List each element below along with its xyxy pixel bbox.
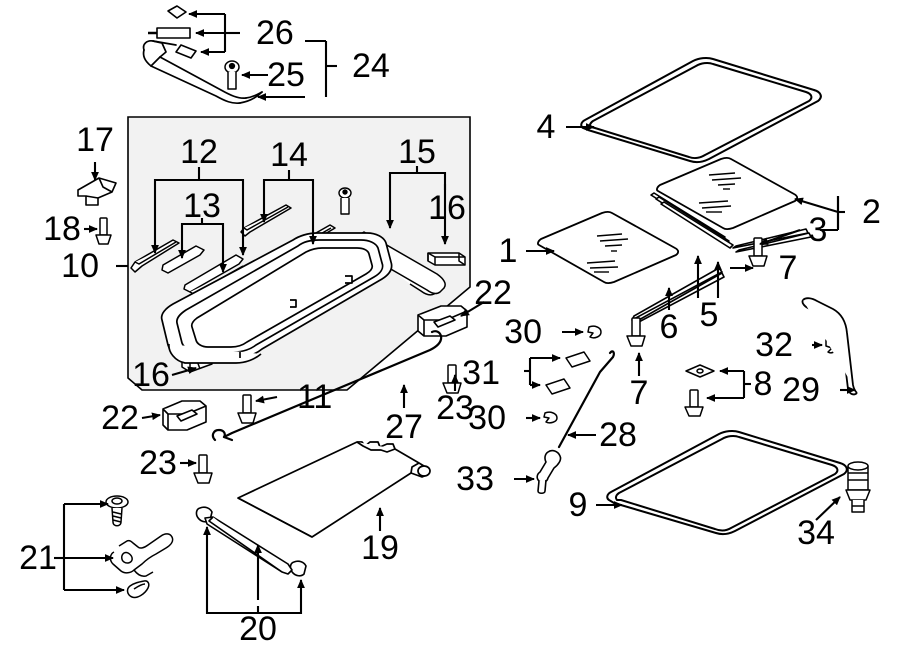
cover-screw-lower-art — [193, 454, 213, 484]
roof-weatherstrip-lower-art — [606, 429, 848, 536]
callout-label-32: 32 — [755, 326, 793, 364]
hose-clip-upper-art — [587, 325, 602, 339]
callout-label-26: 26 — [256, 14, 294, 52]
callout-label-34: 34 — [797, 514, 835, 552]
callout-label-10: 10 — [61, 247, 99, 285]
callout-label-28: 28 — [599, 416, 637, 454]
sun-visor-assembly-art — [142, 40, 263, 105]
callout-label-8: 8 — [754, 365, 773, 403]
hose-clip-lower-art — [543, 411, 558, 424]
frame-mounting-bolt-art — [237, 394, 257, 424]
callout-label-13: 13 — [183, 187, 221, 225]
callout-label-6: 6 — [660, 308, 679, 346]
shim-and-bolt-set-art — [684, 364, 715, 417]
callout-brackets — [54, 14, 845, 615]
callout-label-22-upper: 22 — [474, 274, 512, 312]
retainer-clip-bracket-art — [77, 177, 117, 206]
callout-label-18: 18 — [43, 210, 81, 248]
callout-label-16-left: 16 — [132, 356, 170, 394]
drain-tube-front-art — [211, 330, 443, 442]
sunshade-guide-set-art — [195, 506, 307, 577]
retainer-bolt-art — [95, 217, 112, 245]
crank-handle-kit-art — [105, 495, 174, 599]
drain-grommet-nut-art — [845, 461, 871, 513]
callout-label-30-upper: 30 — [504, 313, 542, 351]
callout-label-31: 31 — [462, 354, 500, 392]
callout-label-21: 21 — [19, 539, 57, 577]
sunroof-glass-front-art — [537, 210, 680, 285]
drain-tube-connector-art — [536, 449, 562, 495]
callout-label-5: 5 — [700, 296, 719, 334]
sunshade-panel-art — [237, 441, 431, 538]
callout-label-29: 29 — [782, 371, 820, 409]
motor-cover-upper-art — [417, 305, 468, 337]
sunroof-glass-rear-art — [656, 156, 799, 231]
callout-label-22-lower: 22 — [101, 399, 139, 437]
visor-mounting-screw-art — [224, 60, 240, 90]
callout-label-11: 11 — [297, 378, 332, 416]
callout-label-1: 1 — [499, 232, 518, 270]
callout-label-15: 15 — [398, 133, 436, 171]
roof-weatherstrip-upper-art — [580, 56, 822, 164]
motor-cover-lower-art — [162, 400, 207, 431]
visor-clip-set-art — [148, 5, 197, 59]
guide-rail-pair-art — [650, 192, 734, 249]
callout-label-7-lower: 7 — [630, 374, 649, 412]
drain-tube-rear-art — [557, 350, 615, 449]
callout-label-16-right: 16 — [428, 189, 466, 227]
callout-label-17: 17 — [76, 121, 114, 159]
callout-label-19: 19 — [361, 529, 399, 567]
sunroof-frame-ring-art — [160, 232, 393, 364]
callout-label-4: 4 — [537, 108, 556, 146]
callout-label-23-upper: 23 — [436, 389, 474, 427]
callout-label-23-lower: 23 — [139, 444, 177, 482]
callout-label-3: 3 — [809, 211, 828, 249]
callout-label-7-upper: 7 — [779, 249, 798, 287]
callout-label-20: 20 — [239, 610, 277, 648]
callout-label-9: 9 — [569, 486, 588, 524]
callout-label-25: 25 — [267, 56, 305, 94]
callout-label-2: 2 — [862, 193, 881, 231]
hose-retainer-pair-art — [545, 351, 591, 395]
callout-label-24: 24 — [352, 47, 390, 85]
callout-label-27: 27 — [385, 408, 423, 446]
callout-number-labels: 1 2 3 4 5 6 7 7 8 9 10 11 12 13 14 15 16… — [19, 14, 881, 648]
mounting-bolt-lower-art — [626, 317, 646, 347]
callout-label-14: 14 — [270, 136, 308, 174]
callout-label-30-lower: 30 — [468, 399, 506, 437]
callout-label-12: 12 — [180, 133, 218, 171]
panel-screw-art — [338, 187, 352, 215]
callout-leaders — [64, 10, 856, 600]
callout-label-33: 33 — [456, 460, 494, 498]
